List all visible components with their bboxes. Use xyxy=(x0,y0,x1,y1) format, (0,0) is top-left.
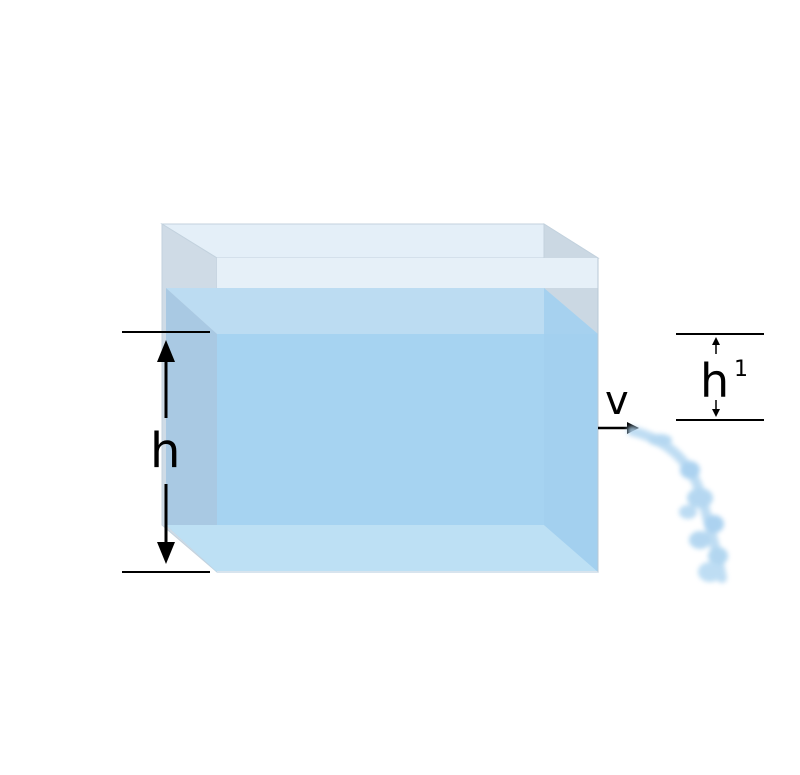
small-height-arrow-icon xyxy=(712,337,720,417)
velocity-label: v xyxy=(605,378,629,424)
water-left-side xyxy=(166,288,217,572)
height-label: h xyxy=(150,423,180,479)
height-dimension: h xyxy=(122,331,210,573)
water-right-side xyxy=(544,288,598,572)
small-height-label: h xyxy=(700,354,729,408)
water-jet-icon xyxy=(627,426,728,583)
tank-front-glass-top xyxy=(217,258,598,288)
small-height-dimension: h 1 xyxy=(676,333,764,421)
water-surface xyxy=(166,288,598,334)
water-bottom xyxy=(166,525,598,572)
tank-top-back xyxy=(160,223,600,259)
small-height-superscript: 1 xyxy=(734,357,748,382)
velocity-indicator: v xyxy=(598,378,639,434)
tank-water xyxy=(166,258,599,573)
height-arrow-icon xyxy=(157,340,175,564)
